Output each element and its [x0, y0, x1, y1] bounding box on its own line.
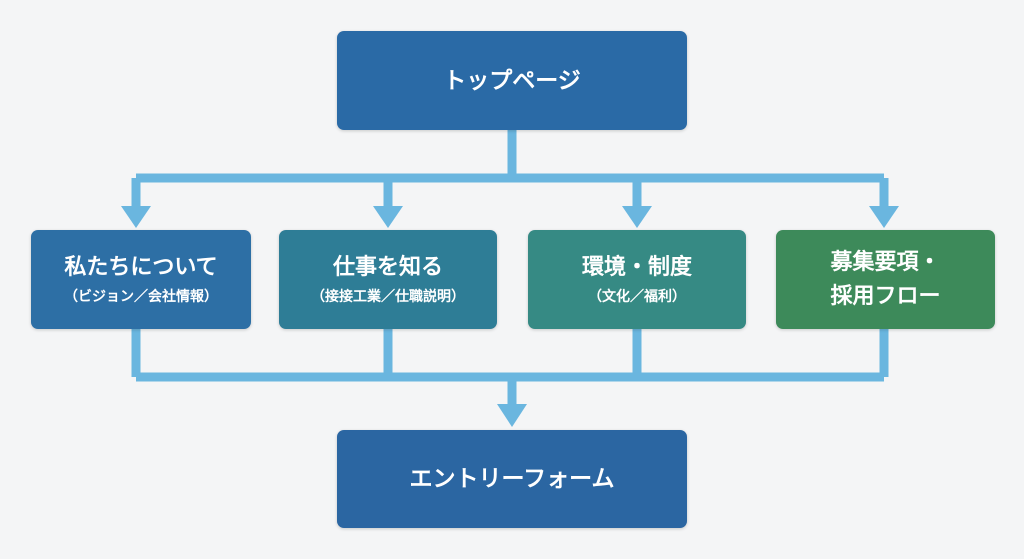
arrowhead-about: [121, 206, 151, 228]
node-know-the-work-sublabel: （接接工業／仕職説明）: [311, 288, 465, 305]
node-entry-form: エントリーフォーム: [337, 430, 687, 528]
node-recruitment-label-line2: 採用フロー: [830, 283, 941, 309]
node-entry-form-label: エントリーフォーム: [409, 466, 615, 492]
node-about-us-sublabel: （ビジョン／会社情報）: [64, 288, 218, 305]
arrowhead-environment: [622, 206, 652, 228]
arrowhead-work: [373, 206, 403, 228]
node-know-the-work-label: 仕事を知る: [332, 254, 443, 280]
connector-group: [131, 130, 889, 408]
node-top-page-label: トップページ: [443, 67, 581, 94]
node-environment-system-label: 環境・制度: [581, 254, 692, 280]
arrowheads: [121, 206, 899, 427]
arrowhead-entry: [497, 404, 527, 427]
node-top-page: トップページ: [337, 31, 687, 130]
node-recruitment-label-line1: 募集要項・: [830, 249, 941, 275]
node-environment-system-sublabel: （文化／福利）: [588, 288, 686, 305]
arrowhead-recruit: [869, 206, 899, 228]
node-know-the-work: 仕事を知る （接接工業／仕職説明）: [279, 230, 497, 329]
node-about-us: 私たちについて （ビジョン／会社情報）: [31, 230, 251, 329]
node-recruitment: 募集要項・ 採用フロー: [776, 230, 995, 329]
node-environment-system: 環境・制度 （文化／福利）: [528, 230, 746, 329]
node-about-us-label: 私たちについて: [64, 254, 218, 280]
